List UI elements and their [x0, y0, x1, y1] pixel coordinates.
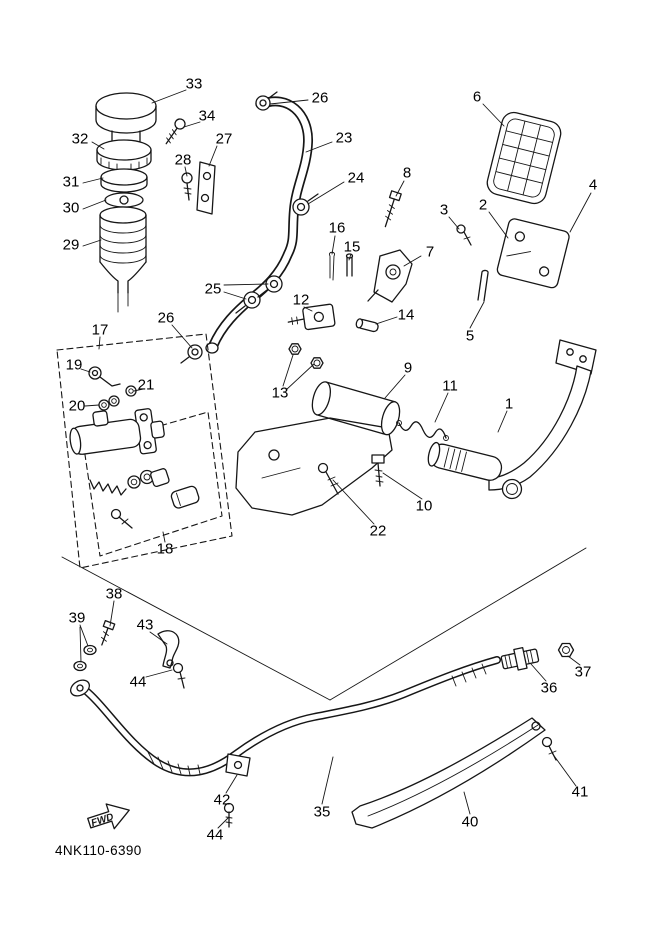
fwd-arrow: FWD	[87, 803, 130, 830]
washers-39	[73, 644, 97, 672]
screw-28	[181, 172, 193, 201]
bolt-44-b	[223, 802, 235, 828]
rebuild-kit-parts	[89, 468, 200, 529]
rear-brake-hose	[70, 656, 501, 777]
bolt-10	[371, 454, 385, 487]
screw-3	[456, 224, 472, 246]
screw-34	[165, 118, 186, 145]
hose-clamp-26-bottom	[180, 344, 203, 364]
kit-outline-17	[56, 333, 233, 569]
joint-7	[367, 249, 413, 303]
nut-37	[557, 642, 575, 658]
spring-11	[396, 420, 449, 441]
cylinder-9	[311, 381, 401, 436]
hose-clamp-26-top	[255, 91, 278, 111]
hose-clamps-25	[235, 275, 283, 314]
footrest-rubber	[486, 111, 562, 205]
cotter-pin-16	[329, 251, 335, 281]
washers-20	[98, 395, 120, 411]
bracket-27	[196, 161, 216, 215]
fwd-label: FWD	[90, 812, 115, 830]
screw-22	[317, 462, 339, 495]
hose-fitting-36	[500, 646, 540, 671]
bolt-21	[125, 385, 137, 397]
clevis-12	[287, 303, 336, 331]
clamp-42	[225, 753, 251, 777]
kit-outline-18	[83, 411, 223, 557]
nuts-13	[288, 343, 324, 369]
pin-14	[355, 318, 379, 333]
screw-41	[541, 736, 557, 761]
bolt-38	[100, 620, 116, 646]
brake-pedal	[427, 339, 597, 500]
footrest-bracket	[496, 218, 570, 289]
pin-5	[477, 269, 489, 302]
bracket-plate	[235, 417, 393, 516]
clamp-43	[157, 630, 180, 669]
hose-clamp-24	[292, 193, 319, 216]
master-cylinder	[69, 408, 165, 455]
brake-hose-upper	[205, 96, 313, 354]
leader-lines	[79, 89, 592, 829]
union-19	[88, 366, 121, 387]
bolt-8	[384, 190, 402, 228]
section-lines	[61, 547, 587, 701]
reservoir-assembly	[95, 92, 157, 313]
hose-guard-40	[351, 717, 546, 829]
diagram-code: 4NK110-6390	[55, 843, 142, 858]
bolt-44-a	[172, 662, 186, 689]
